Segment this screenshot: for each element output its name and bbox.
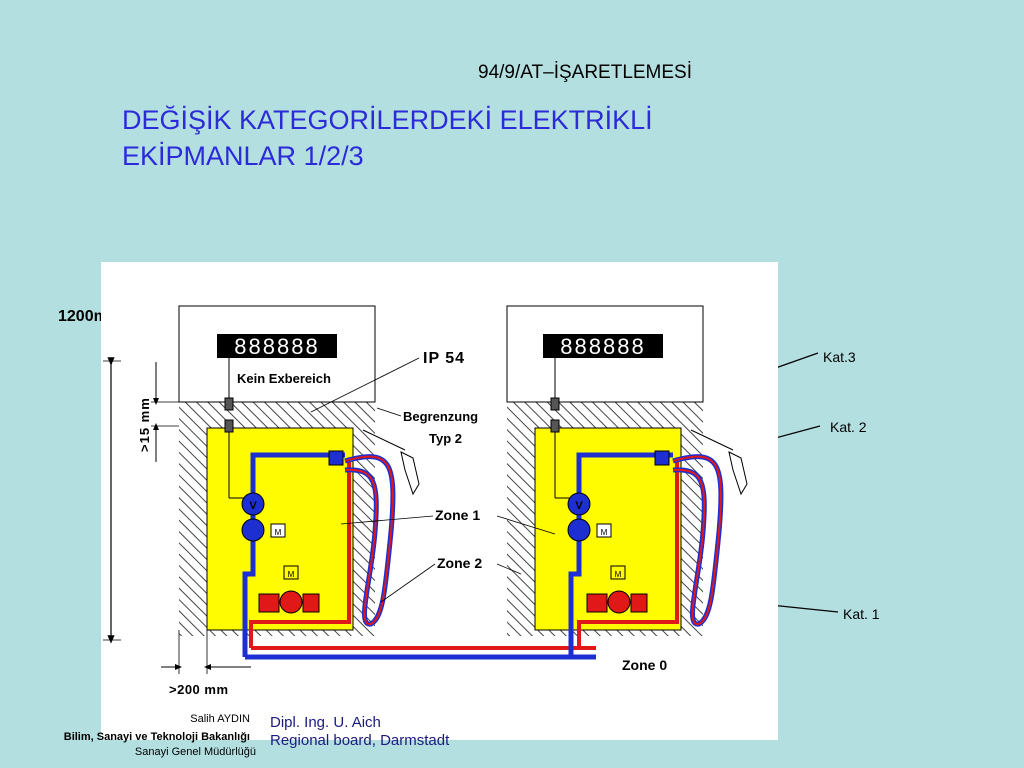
meter-circle-right [567,518,591,542]
pump-left [258,593,280,613]
display-head-right [506,305,704,403]
meter-v-right [567,492,591,516]
slide-headline: DEĞİŞİK KATEGORİLERDEKİ ELEKTRİKLİ EKİPM… [122,102,653,174]
footer-author: Salih AYDIN [190,713,250,725]
top-title: 94/9/AT–İŞARETLEMESİ [478,62,693,83]
pump-wheel-right [607,590,631,614]
motor-label-left: M [275,528,282,537]
display-screen-right [543,334,663,358]
nozzle-left [400,451,420,496]
diagram-figure: >15 mm >200 mm 888888 Kein Exbereich [101,262,778,740]
meter-v-left [241,492,265,516]
credit-board: Regional board, Darmstadt [270,732,450,749]
motor-box-right [596,523,612,538]
dimension-200mm-label: >200 mm [169,682,229,697]
motor-label-right: M [601,528,608,537]
kat3-label: Kat.3 [823,349,856,365]
begrenzung-label: Begrenzung [403,409,478,424]
display-digits-right: 888888 [560,334,645,359]
pump-motor-left [283,565,299,580]
meter-v-left-label: V [249,500,257,512]
meter-circle-left [241,518,265,542]
zone1-label: Zone 1 [435,507,480,523]
pump-motor-right [610,565,626,580]
pump-motor-label-left: M [288,570,295,579]
nozzle-right [728,451,748,496]
dispenser-right: 888888 V M M [506,305,748,657]
dispenser-diagram: >15 mm >200 mm 888888 Kein Exbereich [103,305,748,697]
footer-organization: Bilim, Sanayi ve Teknoloji Bakanlığı [63,731,250,743]
credit-block: Dipl. Ing. U. Aich Regional board, Darms… [270,714,449,750]
kat2-label: Kat. 2 [830,419,867,435]
display-screen-left [217,334,337,358]
headline-line-2: EKİPMANLAR 1/2/3 [122,141,364,171]
dispenser-left: 888888 Kein Exbereich V M M [178,305,596,660]
credit-name: Dipl. Ing. U. Aich [270,714,381,731]
footer-department: Sanayi Genel Müdürlüğü [134,746,256,758]
dimension-15mm-label: >15 mm [137,397,152,452]
display-digits-left: 888888 [234,334,319,359]
pump-right [586,593,608,613]
kein-exbereich-label: Kein Exbereich [237,371,331,386]
pump-wheel-left [279,590,303,614]
zone2-label: Zone 2 [437,555,482,571]
pump-motor-label-right: M [615,570,622,579]
motor-box-left [270,523,286,538]
meter-v-right-label: V [575,500,583,512]
headline-line-1: DEĞİŞİK KATEGORİLERDEKİ ELEKTRİKLİ [122,105,653,135]
typ2-label: Typ 2 [429,431,462,446]
kat1-label: Kat. 1 [843,606,880,622]
zone0-label: Zone 0 [622,657,667,673]
ip54-label: IP 54 [423,350,465,367]
